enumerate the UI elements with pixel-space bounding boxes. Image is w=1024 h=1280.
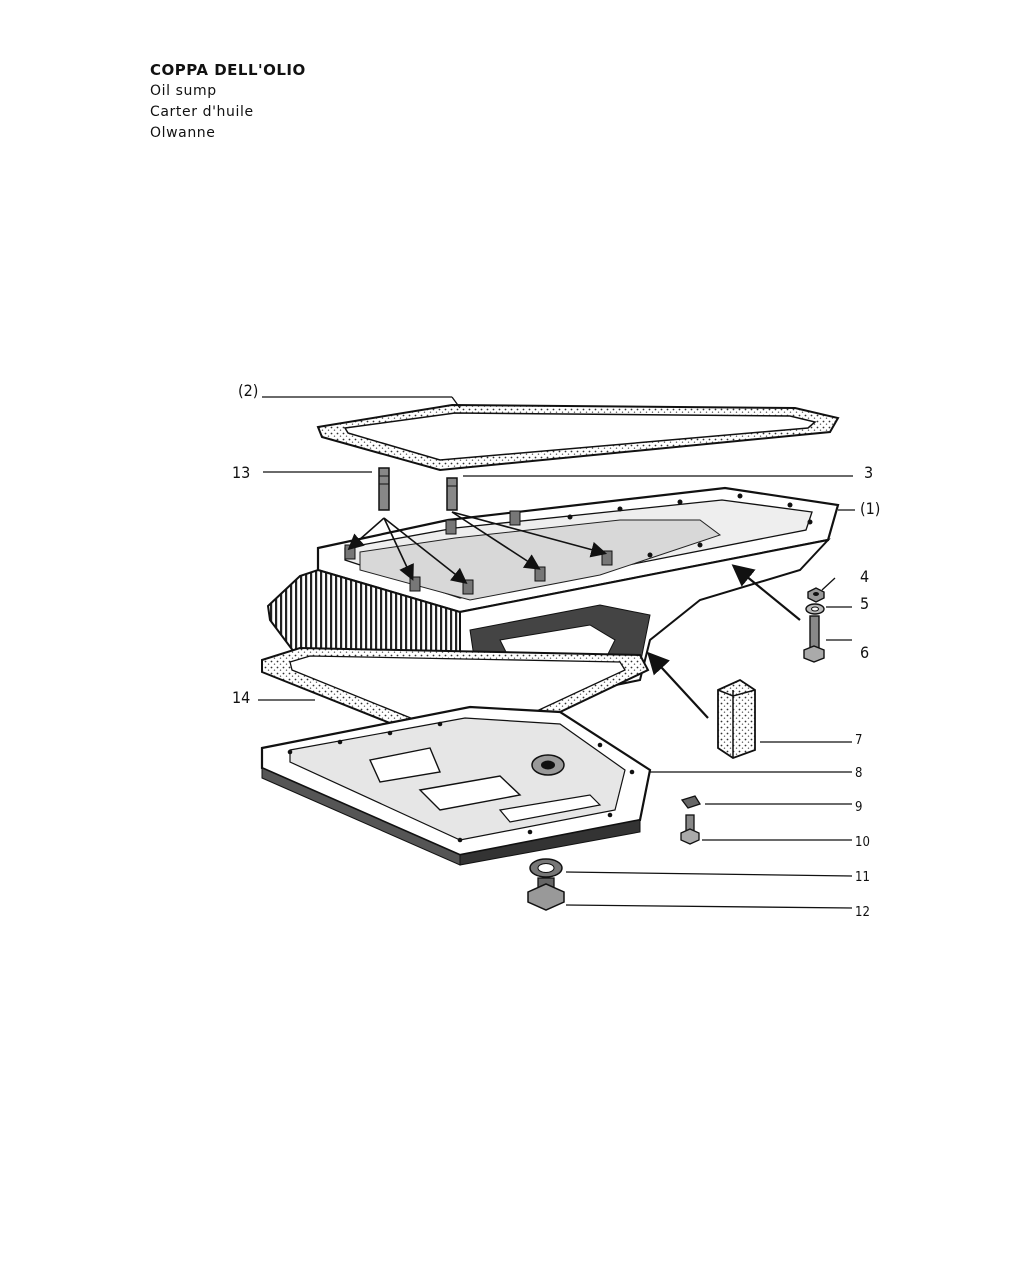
callout-11: 11 [855,870,870,885]
bolt-6 [803,615,825,663]
clip-9 [680,795,701,809]
assembly-arrows [647,564,801,719]
lower-gasket [261,646,650,757]
callout-13: 13 [232,463,250,482]
screw-10 [680,814,700,845]
upper-gasket [316,403,840,472]
stud-3 [446,477,458,511]
callout-9: 9 [855,800,862,815]
callout-1: (1) [860,499,880,518]
washer-5 [805,603,825,615]
stud-13 [378,467,390,511]
callout-6: 6 [860,643,869,662]
callout-5: 5 [860,594,869,613]
callout-7: 7 [855,733,862,748]
filter-element-7 [717,678,756,760]
callout-3: 3 [864,463,873,482]
drain-plug-12 [527,877,565,911]
leader-lines [258,396,855,909]
subtitle-french: Carter d'huile [150,104,254,120]
subtitle-german: Olwanne [150,125,216,141]
title-block: COPPA DELL'OLIO Oil sump Carter d'huile … [150,60,306,144]
callout-2: (2) [238,381,258,400]
gasket-11 [529,858,563,878]
lower-pan [260,705,652,866]
callout-labels: (2) 13 3 (1) 4 5 6 14 7 8 9 10 11 12 [232,381,880,920]
nut-4 [807,587,825,603]
callout-12: 12 [855,905,870,920]
subtitle-english: Oil sump [150,83,217,99]
callout-14: 14 [232,688,250,707]
stud-arrows [347,511,608,584]
callout-8: 8 [855,766,862,781]
callout-4: 4 [860,567,869,586]
page-title: COPPA DELL'OLIO [150,61,306,79]
callout-10: 10 [855,835,870,850]
